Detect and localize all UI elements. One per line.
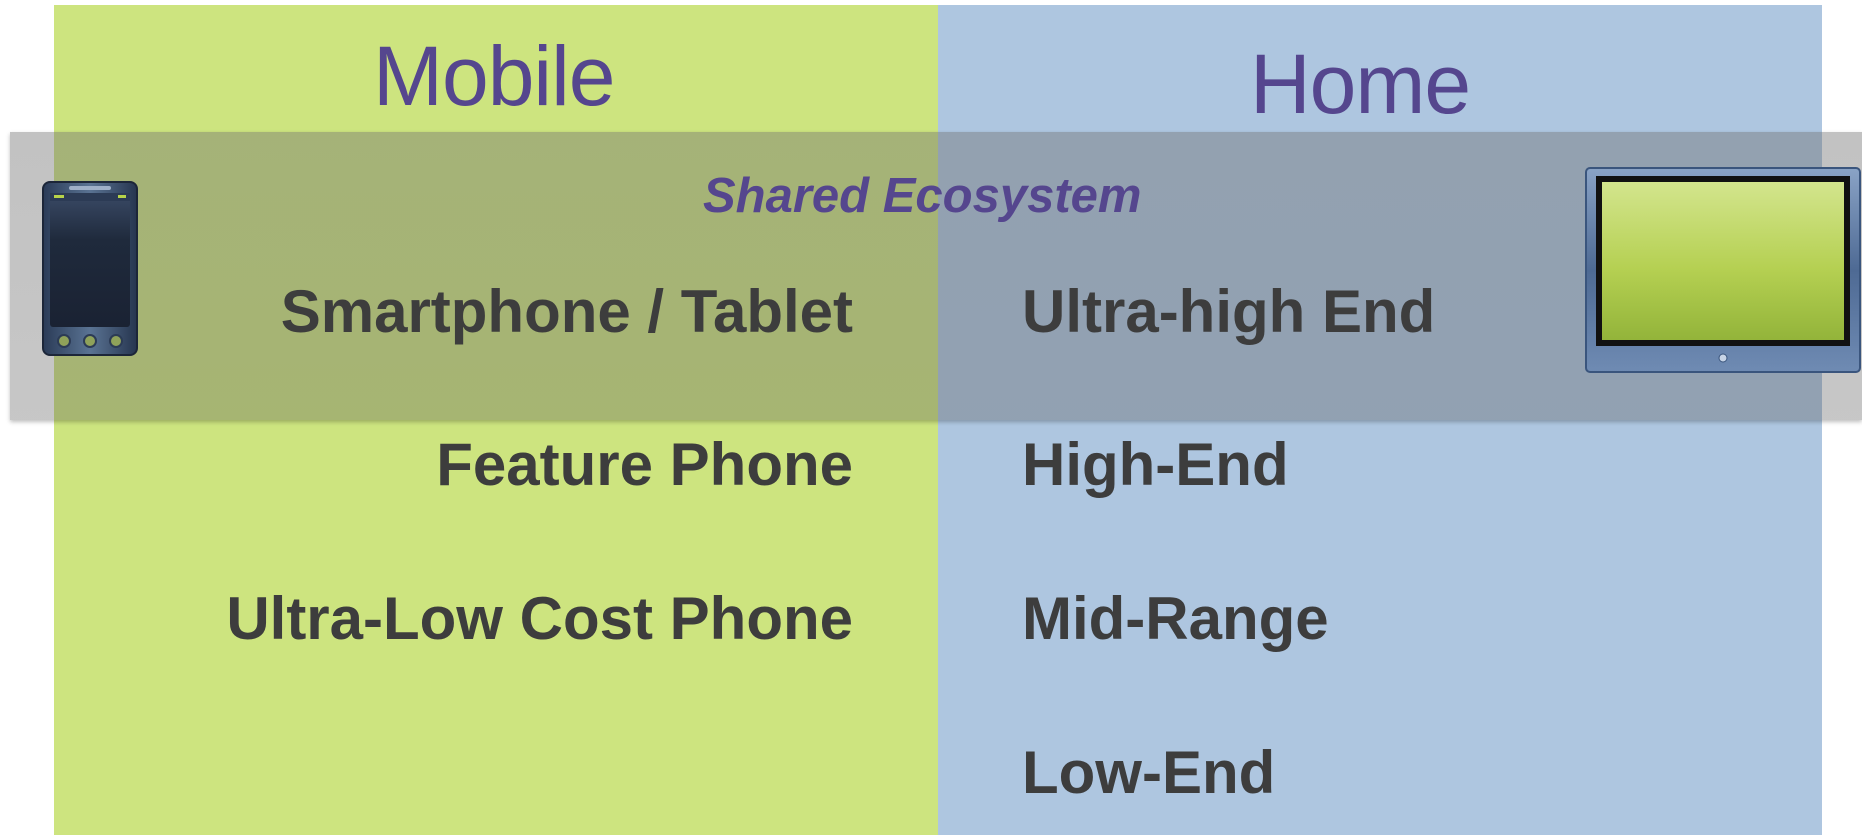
shared-ecosystem-title: Shared Ecosystem <box>703 169 1142 223</box>
home-heading: Home <box>1250 37 1471 131</box>
smartphone-icon <box>42 181 138 356</box>
mobile-item-smartphone-tablet: Smartphone / Tablet <box>280 278 853 345</box>
home-column <box>938 5 1822 835</box>
home-item-high-end: High-End <box>1022 431 1289 498</box>
mobile-item-ultra-low-cost-phone: Ultra-Low Cost Phone <box>226 585 853 652</box>
shared-ecosystem-band <box>10 132 1862 420</box>
mobile-column <box>54 5 938 835</box>
home-item-ultra-high-end: Ultra-high End <box>1022 278 1436 345</box>
home-item-low-end: Low-End <box>1022 739 1276 806</box>
mobile-item-feature-phone: Feature Phone <box>436 431 853 498</box>
home-item-mid-range: Mid-Range <box>1022 585 1329 652</box>
tv-icon <box>1585 167 1861 373</box>
mobile-heading: Mobile <box>373 29 615 123</box>
